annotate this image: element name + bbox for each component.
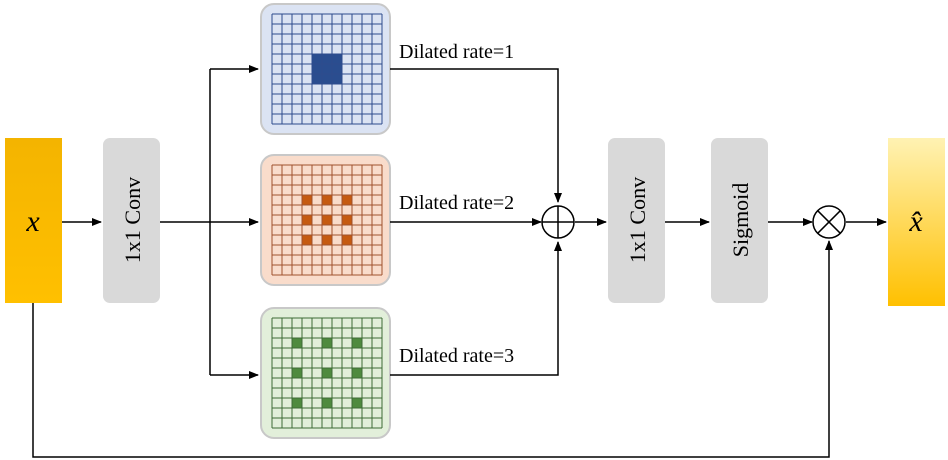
branch-rate-3: Dilated rate=3	[260, 307, 514, 439]
branch-rate-2: Dilated rate=2	[260, 154, 514, 286]
kernel-cell	[312, 64, 322, 74]
input-symbol: x	[25, 205, 40, 238]
output-symbol: x̂	[908, 205, 923, 238]
branch-3-label: Dilated rate=3	[399, 345, 514, 367]
kernel-cell	[322, 195, 332, 205]
sigmoid-block: Sigmoid	[711, 138, 768, 303]
kernel-cell	[332, 74, 342, 84]
kernel-cell	[342, 215, 352, 225]
kernel-cell	[292, 398, 302, 408]
kernel-cell	[292, 368, 302, 378]
kernel-cell	[332, 64, 342, 74]
kernel-cell	[322, 368, 332, 378]
kernel-cell	[322, 338, 332, 348]
kernel-cell	[352, 398, 362, 408]
kernel-cell	[322, 235, 332, 245]
kernel-cell	[352, 338, 362, 348]
output-block: x̂	[888, 138, 945, 306]
input-block: x	[5, 138, 62, 303]
kernel-cell	[292, 338, 302, 348]
conv-in-block: 1x1 Conv	[103, 138, 160, 303]
kernel-cell	[312, 54, 322, 64]
kernel-cell	[322, 215, 332, 225]
kernel-cell	[322, 64, 332, 74]
branch-1-label: Dilated rate=1	[399, 41, 514, 63]
branch-rate-1: Dilated rate=1	[260, 3, 514, 135]
kernel-cell	[322, 398, 332, 408]
kernel-cell	[322, 74, 332, 84]
kernel-cell	[302, 215, 312, 225]
connectors	[32, 65, 887, 458]
kernel-cell	[342, 235, 352, 245]
kernel-cell	[332, 54, 342, 64]
branch-2-label: Dilated rate=2	[399, 192, 514, 214]
kernel-cell	[312, 74, 322, 84]
conv-out-block: 1x1 Conv	[608, 138, 665, 303]
add-operator	[541, 205, 575, 239]
kernel-cell	[342, 195, 352, 205]
conv-out-label: 1x1 Conv	[625, 177, 650, 263]
kernel-cell	[302, 195, 312, 205]
multiply-operator	[812, 205, 846, 239]
kernel-cell	[302, 235, 312, 245]
sigmoid-label: Sigmoid	[728, 183, 753, 258]
kernel-cell	[322, 54, 332, 64]
kernel-cell	[352, 368, 362, 378]
conv-in-label: 1x1 Conv	[120, 177, 145, 263]
